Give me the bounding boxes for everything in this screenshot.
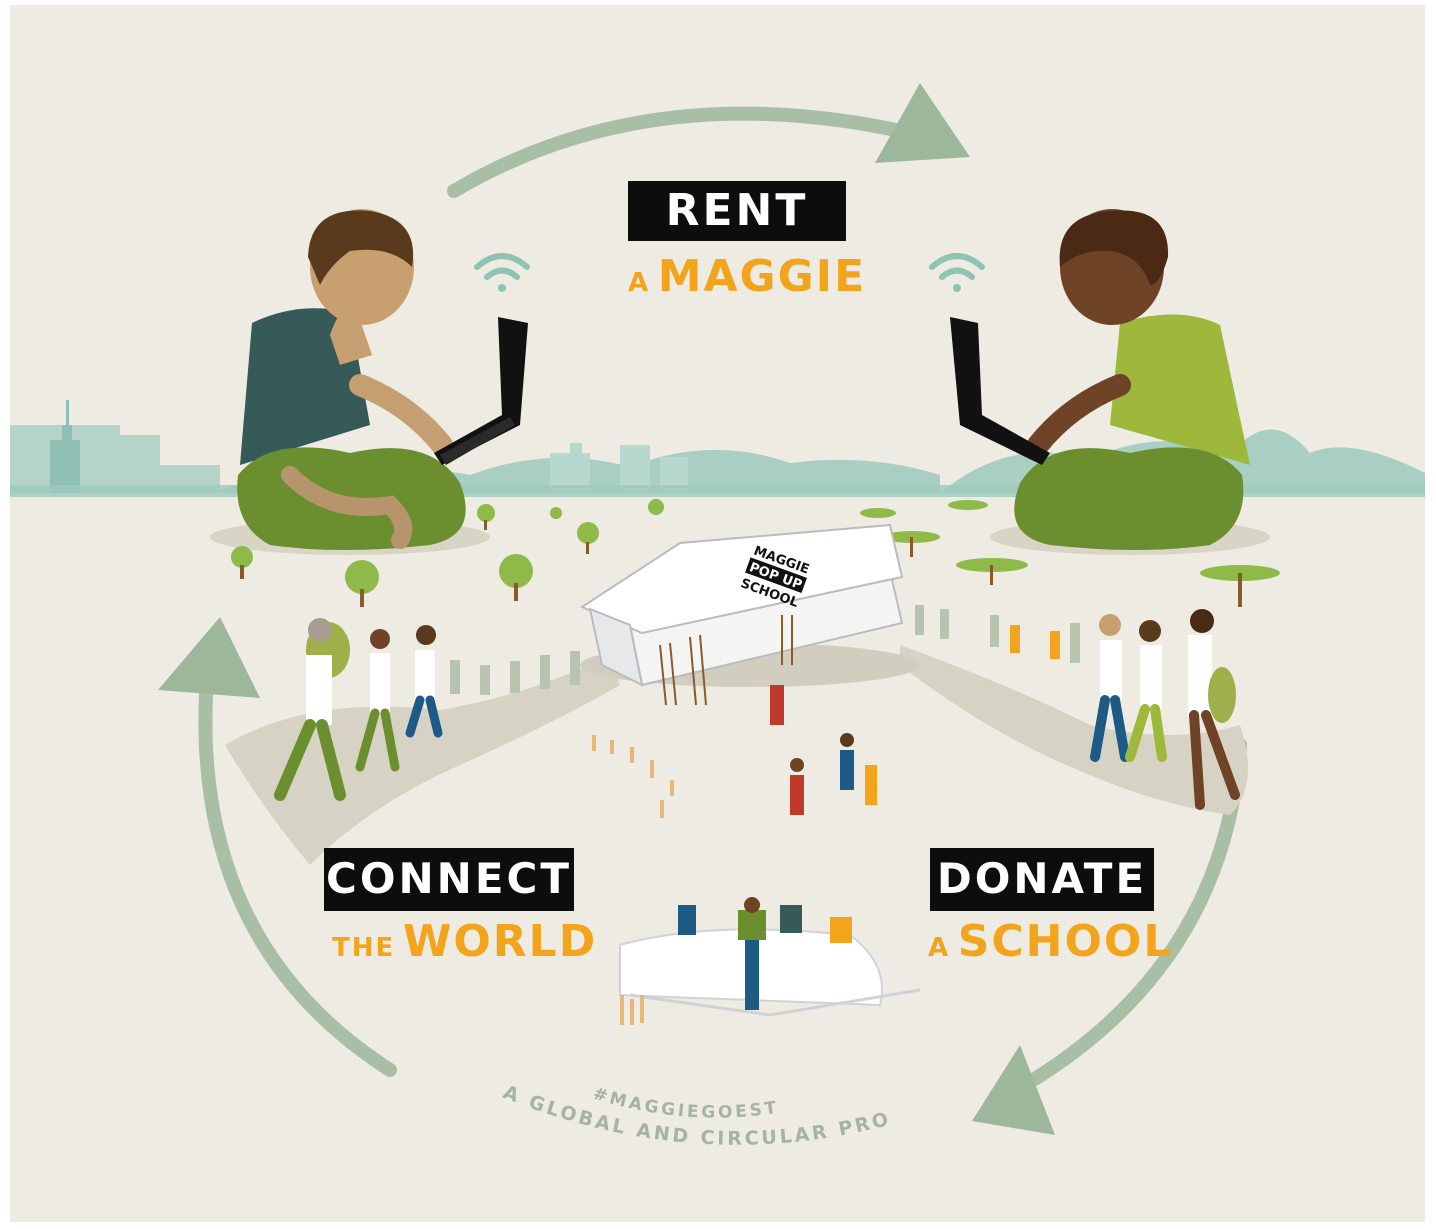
kid-right-illustration [950,209,1270,555]
connect-subtitle-big: WORLD [402,916,598,967]
connect-title: CONNECT [324,848,574,911]
connect-subtitle: THE WORLD [332,920,597,964]
school-sign: MAGGIE POP UP SCHOOL [739,544,812,611]
arrow-head-left [158,617,260,698]
ground-paths [225,645,1248,865]
builders [592,685,877,818]
people-right [915,605,1240,810]
arrow-head-right [972,1045,1055,1135]
donate-subtitle-big: SCHOOL [957,916,1174,967]
donate-subtitle: A SCHOOL [928,920,1173,964]
folded-tent [619,897,921,1025]
arrow-heads [158,83,1055,1135]
wifi-icon [474,253,530,292]
rent-subtitle-big: MAGGIE [657,251,867,302]
donate-title: DONATE [930,848,1154,911]
people-left [274,618,580,801]
donate-subtitle-small: A [928,933,951,963]
pop-up-school-building: MAGGIE POP UP SCHOOL [579,523,920,706]
rent-subtitle: A MAGGIE [628,255,866,299]
arrow-head-top [875,83,970,163]
arrow-left [198,688,397,1077]
arrow-top [447,106,917,198]
infographic-canvas: MAGGIE POP UP SCHOOL [10,5,1425,1222]
connect-subtitle-small: THE [332,933,396,963]
rent-title: RENT [628,181,846,241]
trees [231,499,1280,607]
kid-left-illustration [210,209,528,555]
rent-subtitle-small: A [628,268,651,298]
wifi-icon [929,253,985,292]
illustration: MAGGIE POP UP SCHOOL [10,5,1425,1150]
